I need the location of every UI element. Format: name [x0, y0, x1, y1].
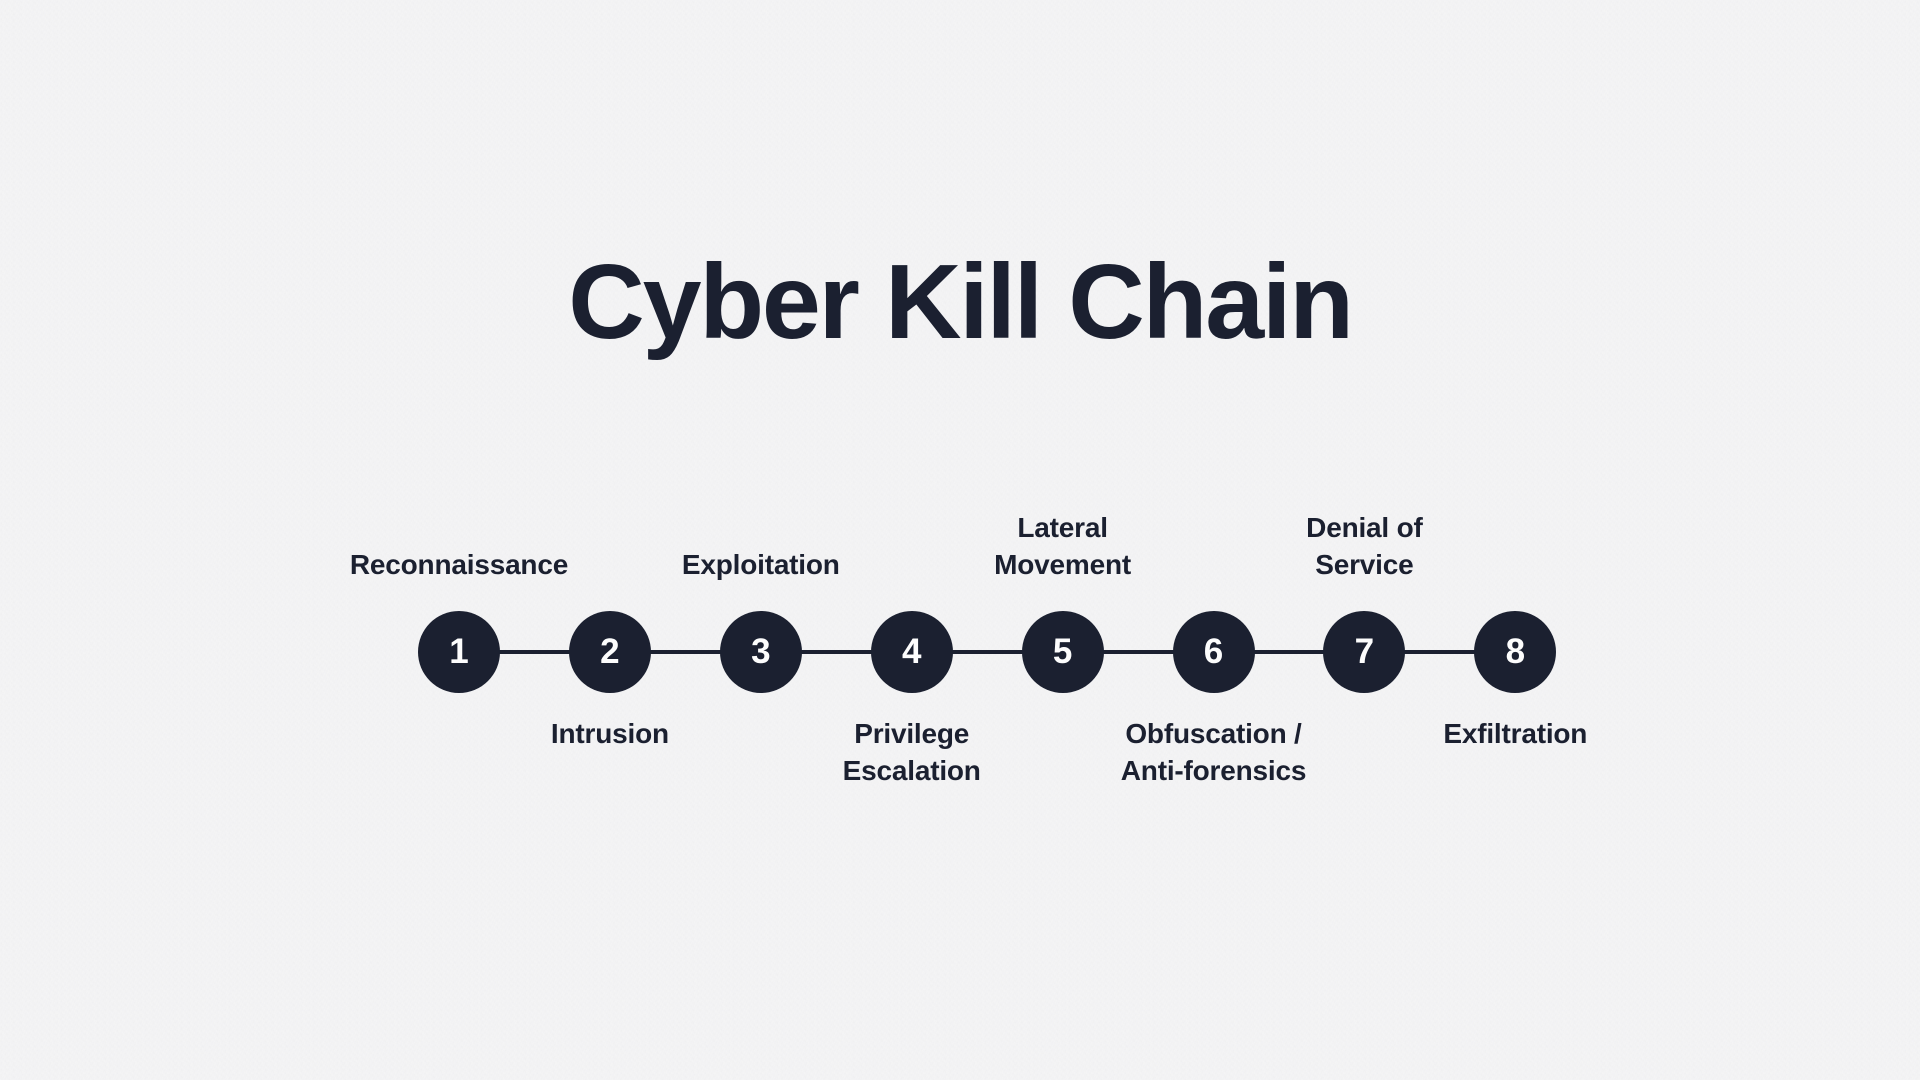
- timeline-connector: [609, 650, 761, 654]
- timeline-node-2[interactable]: 2: [568, 611, 651, 693]
- node-number: 1: [449, 631, 469, 671]
- stage-label-7: Denial of Service: [1184, 509, 1544, 583]
- stage-label-line: Anti-forensics: [1120, 755, 1307, 787]
- stage-label-3: Exploitation: [581, 546, 941, 583]
- timeline-connector: [911, 650, 1063, 654]
- stage-label-line: Service: [1315, 548, 1414, 580]
- node-number: 2: [600, 631, 620, 671]
- timeline-connector: [760, 650, 912, 654]
- node-number: 5: [1052, 631, 1073, 671]
- stage-label-line: Movement: [994, 548, 1132, 580]
- node-number: 7: [1354, 631, 1375, 671]
- stage-label-line: Denial of: [1306, 511, 1423, 543]
- stage-label-line: Privilege: [854, 718, 970, 749]
- timeline-connector: [1213, 650, 1365, 654]
- stage-label-line: Reconnaissance: [349, 548, 569, 580]
- timeline-node-1[interactable]: 1: [418, 611, 500, 693]
- timeline-node-8[interactable]: 8: [1474, 611, 1557, 693]
- node-number: 4: [901, 631, 922, 671]
- stage-label-6: Obfuscation / Anti-forensics: [1034, 715, 1394, 789]
- stage-label-line: Exploitation: [681, 548, 840, 580]
- timeline-connector: [1062, 650, 1214, 654]
- node-number: 6: [1203, 631, 1224, 671]
- stage-label-line: Exfiltration: [1443, 718, 1588, 749]
- page-title: Cyber Kill Chain: [568, 243, 1354, 361]
- timeline-node-6[interactable]: 6: [1172, 611, 1255, 693]
- stage-label-8: Exfiltration: [1335, 715, 1695, 752]
- stage-label-line: Obfuscation /: [1125, 718, 1302, 749]
- timeline-node-4[interactable]: 4: [870, 611, 953, 693]
- stage-label-2: Intrusion: [430, 715, 790, 752]
- timeline-node-5[interactable]: 5: [1021, 611, 1104, 693]
- timeline-connector: [1364, 650, 1516, 654]
- node-number: 3: [751, 631, 771, 671]
- node-number: 8: [1505, 631, 1526, 671]
- stage-label-line: Escalation: [842, 755, 981, 787]
- stage-label-1: Reconnaissance: [279, 546, 639, 583]
- timeline-node-3[interactable]: 3: [719, 611, 802, 693]
- stage-label-line: Intrusion: [550, 718, 669, 749]
- timeline-connector: [459, 650, 610, 654]
- stage-label-line: Lateral: [1017, 511, 1108, 543]
- timeline-node-7[interactable]: 7: [1323, 611, 1406, 693]
